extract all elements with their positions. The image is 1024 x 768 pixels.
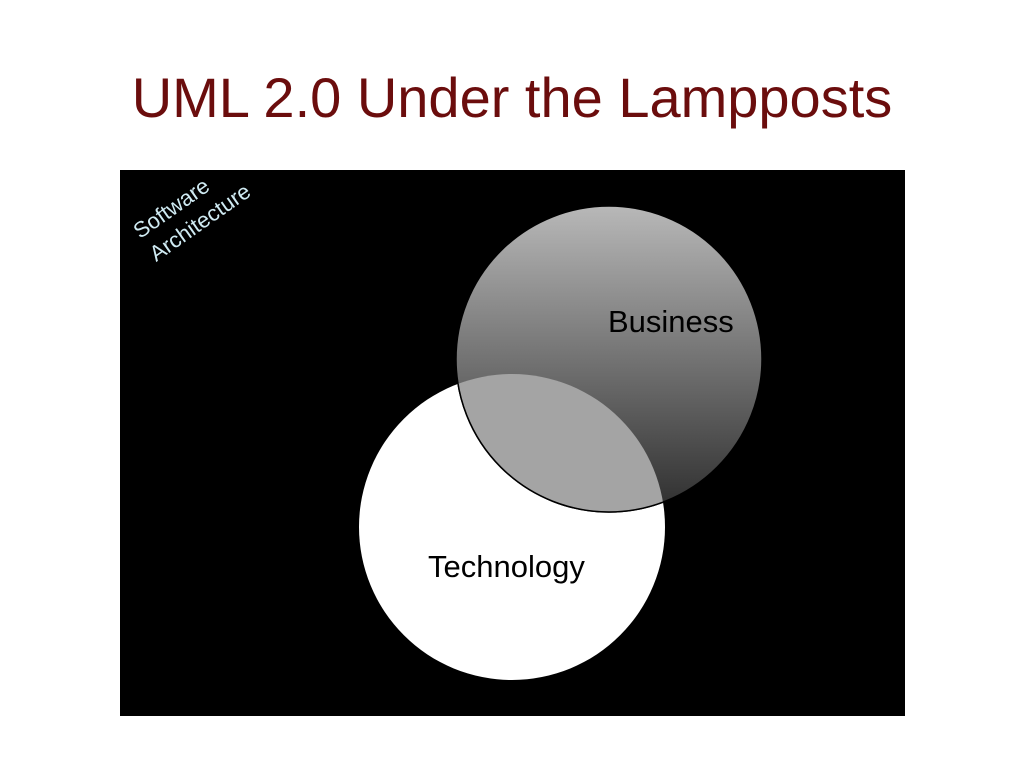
venn-diagram-panel: Software Architecture Business Technolog… [120, 170, 905, 716]
venn-diagram [359, 205, 763, 680]
business-label: Business [608, 304, 734, 339]
slide-title: UML 2.0 Under the Lampposts [131, 66, 893, 129]
technology-label: Technology [428, 549, 585, 584]
overlap-region [455, 374, 665, 513]
